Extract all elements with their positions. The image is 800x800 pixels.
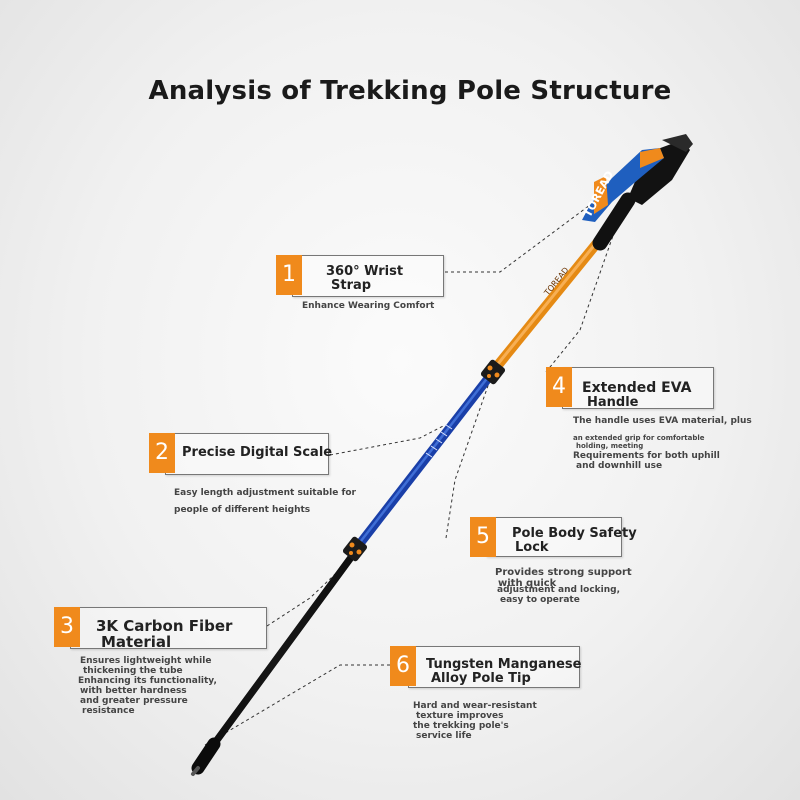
callout-desc-line: Enhancing its functionality,: [78, 676, 217, 686]
callout-desc-line: Ensures lightweight while: [80, 656, 212, 666]
callout-number: 2: [149, 433, 175, 473]
leader-line-1: [445, 204, 591, 273]
callout-desc-line: texture improves: [416, 711, 504, 721]
callout-frame: [165, 433, 329, 475]
callout-desc-line: with better hardness: [80, 686, 187, 696]
callout-desc-line: Provides strong support: [495, 567, 632, 578]
page-title: Analysis of Trekking Pole Structure: [148, 76, 672, 106]
callout-desc-line: an extended grip for comfortable: [573, 434, 705, 442]
leader-line-4: [545, 229, 616, 373]
callout-heading-line2: Strap: [331, 277, 372, 293]
callout-desc-line: with quick: [498, 578, 557, 589]
callout-heading: Precise Digital Scale: [182, 446, 332, 460]
callout-description-cont: adjustment and locking, easy to operate: [497, 585, 620, 605]
digital-scale-marks: [425, 424, 453, 458]
callout-number: 6: [390, 646, 416, 686]
callout-desc-line: people of different heights: [174, 505, 311, 515]
lower-lock: [342, 536, 368, 562]
callout-description: The handle uses EVA material, plus: [573, 416, 752, 427]
callout-heading: 360° Wrist Strap: [326, 265, 403, 292]
callout-heading-line1: 360° Wrist: [326, 264, 404, 279]
callout-number: 1: [276, 255, 302, 295]
callout-number: 5: [470, 517, 496, 557]
callout-heading-line2: Lock: [515, 539, 549, 555]
callout-description-small: an extended grip for comfortable holding…: [573, 434, 705, 450]
lower-shaft: [202, 548, 359, 759]
callout-desc-line: The handle uses EVA material, plus: [573, 416, 752, 426]
callout-desc-line: resistance: [82, 706, 135, 716]
leader-line-2: [329, 424, 446, 456]
callout-description-cont: Requirements for both uphill and downhil…: [573, 451, 720, 471]
callout-desc-line: Enhance Wearing Comfort: [302, 301, 435, 311]
callout-frame: [562, 367, 714, 409]
callout-description: Ensures lightweight while thickening the…: [78, 656, 217, 716]
callout-heading-line1: 3K Carbon Fiber: [96, 617, 233, 635]
callout-description: Enhance Wearing Comfort: [302, 301, 434, 312]
leader-lines: [204, 204, 616, 746]
callout-heading: Pole Body Safety Lock: [512, 527, 637, 554]
callout-desc-line: Hard and wear-resistant: [413, 701, 537, 711]
callout-frame: [292, 255, 444, 297]
callout-desc-line: and downhill use: [576, 461, 663, 471]
callout-number: 4: [546, 367, 572, 407]
callout-desc-line: thickening the tube: [83, 666, 183, 676]
callout-heading-line1: Extended EVA: [582, 380, 692, 396]
callout-heading-line2: Material: [101, 632, 172, 651]
callout-desc-line: the trekking pole's: [413, 721, 509, 731]
callout-heading: Tungsten Manganese Alloy Pole Tip: [426, 658, 581, 685]
callout-desc-line: easy to operate: [500, 595, 580, 605]
callout-frame: [70, 607, 267, 649]
callout-desc-line: and greater pressure: [80, 696, 188, 706]
upper-lock: [480, 359, 506, 385]
callout-desc-line: holding, meeting: [576, 442, 644, 450]
callout-frame: [408, 646, 580, 688]
pole-tip: [191, 737, 221, 776]
callout-heading-line1: Pole Body Safety: [512, 526, 637, 541]
grip: [628, 134, 693, 205]
callout-number: 3: [54, 607, 80, 647]
callout-heading-line1: Precise Digital Scale: [182, 445, 333, 460]
callout-heading: 3K Carbon Fiber Material: [96, 617, 233, 651]
callout-description: Hard and wear-resistant texture improves…: [413, 701, 537, 741]
callout-heading-line2: Handle: [587, 394, 639, 410]
callout-desc-line: Easy length adjustment suitable for: [174, 488, 356, 498]
callout-frame: [486, 517, 622, 557]
eva-handle: [592, 192, 636, 251]
callout-heading-line1: Tungsten Manganese: [426, 657, 582, 672]
callout-desc-line: service life: [416, 731, 472, 741]
upper-shaft: TOREAD: [489, 227, 611, 375]
leader-line-6: [204, 664, 390, 746]
leader-line-5: [445, 379, 491, 539]
callout-description: Provides strong support with quick: [495, 567, 632, 589]
callout-heading-line2: Alloy Pole Tip: [431, 670, 531, 686]
callout-heading: Extended EVA Handle: [582, 381, 691, 409]
callout-description: Easy length adjustment suitable for peop…: [174, 485, 356, 519]
callout-desc-line: Requirements for both uphill: [573, 451, 720, 461]
middle-shaft: [350, 367, 498, 555]
callout-desc-line: adjustment and locking,: [497, 585, 620, 595]
